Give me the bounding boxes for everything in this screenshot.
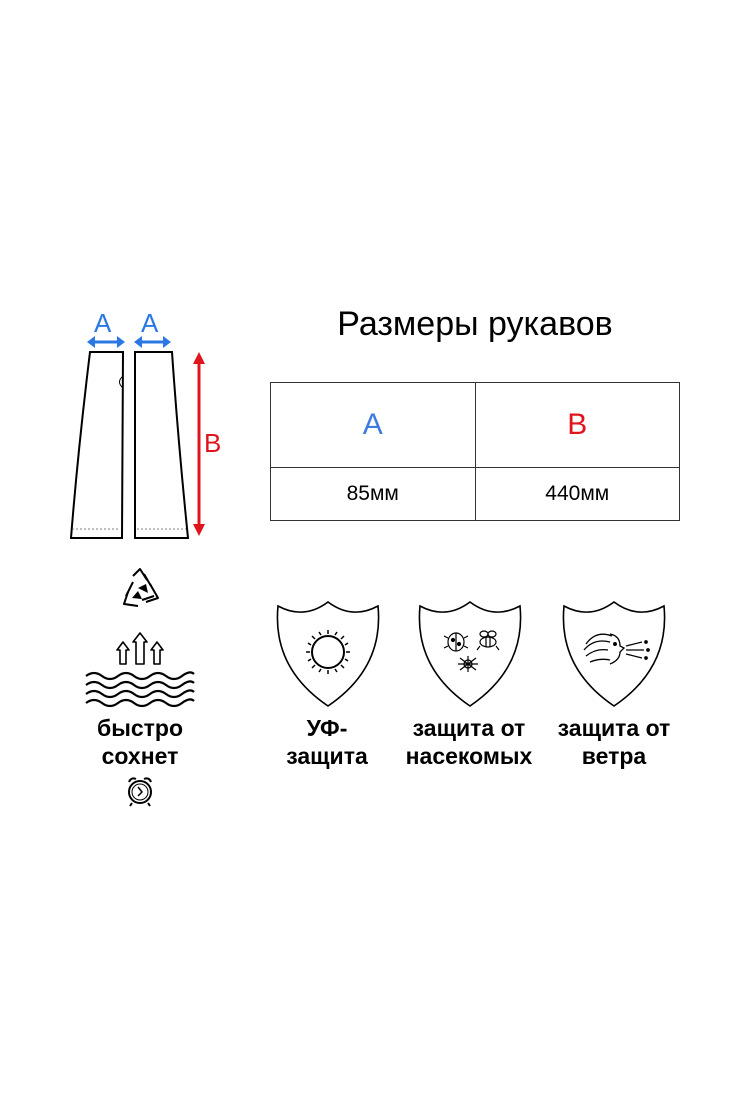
feature-label-uv: УФ- защита [262, 714, 392, 770]
sun-icon [306, 630, 350, 674]
width-arrow-left [87, 336, 125, 348]
width-arrow-right [134, 336, 171, 348]
spider-icon [458, 656, 478, 672]
wind-face-icon [583, 633, 650, 665]
table-header-b: B [474, 382, 680, 468]
table-value-b: 440мм [474, 467, 680, 521]
feature-label-line: защита от [412, 715, 526, 741]
insects-shield-icon [416, 598, 524, 710]
sun-shield-icon [274, 598, 382, 710]
page-title: Размеры рукавов [337, 305, 613, 343]
bee-icon [476, 630, 500, 651]
feature-label-line: быстро [96, 715, 183, 741]
width-label-right: A [141, 308, 159, 338]
feature-label-line: УФ- [306, 715, 348, 741]
table-header-row: A B [270, 382, 680, 468]
sleeves-drawing [69, 336, 205, 539]
feature-label-line: насекомых [405, 743, 533, 769]
width-label-left: A [94, 308, 112, 338]
wind-shield-icon [560, 598, 668, 710]
feature-label-wind: защита от ветра [544, 714, 684, 770]
table-value-a: 85мм [270, 467, 476, 521]
recycle-icon [118, 566, 162, 610]
feature-label-line: ветра [581, 743, 647, 769]
length-arrow [193, 352, 205, 536]
water-waves-icon [84, 670, 195, 710]
table-row: 85мм 440мм [270, 467, 680, 521]
feature-label-line: защита [286, 743, 368, 769]
feature-label-line: сохнет [101, 743, 179, 769]
feature-label-line: защита от [557, 715, 671, 741]
feature-label-quick-dry: быстро сохнет [60, 714, 220, 770]
feature-label-insects: защита от насекомых [396, 714, 542, 770]
clock-icon [126, 776, 154, 807]
evaporation-arrows-icon [116, 632, 164, 666]
ladybug-icon [443, 632, 469, 652]
table-header-a: A [270, 382, 476, 468]
length-label: B [204, 428, 222, 458]
size-table: A B 85мм 440мм [270, 382, 680, 521]
sleeve-diagram: A A B [60, 300, 240, 550]
